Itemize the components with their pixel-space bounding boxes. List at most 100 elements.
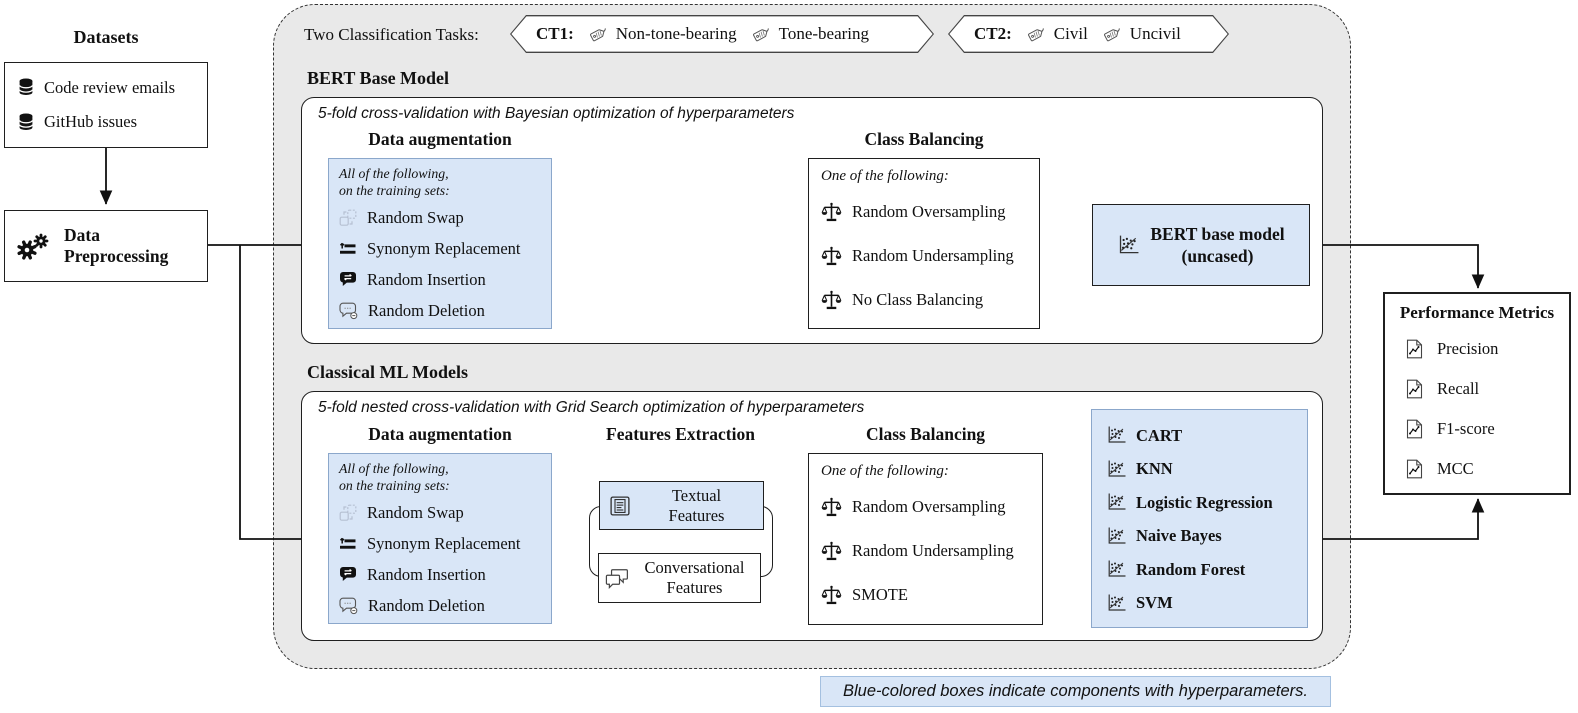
- list-item: Code review emails: [18, 78, 207, 98]
- balancing-item-label: Random Undersampling: [852, 246, 1014, 265]
- balancing-item: Random Undersampling: [821, 234, 1039, 278]
- augmentation-item: Random Swap: [339, 202, 551, 233]
- ct1-tag2-label: Tone-bearing: [778, 24, 870, 43]
- scales-icon: [821, 202, 842, 223]
- ct2-tag2-label: Uncivil: [1129, 24, 1181, 43]
- augmentation-item-label: Random Deletion: [368, 300, 485, 320]
- augmentation-note-line1: All of the following,: [339, 461, 449, 476]
- bert-model-line1: BERT base model: [1150, 224, 1285, 244]
- augmentation-item: Random Deletion: [339, 590, 551, 621]
- swap-icon: [339, 504, 357, 522]
- metric-item: F1-score: [1406, 409, 1569, 449]
- chat-arrows-icon: [339, 271, 357, 288]
- augmentation-item-label: Random Insertion: [367, 269, 486, 289]
- ct1-background: [511, 16, 932, 51]
- classical-balancing-box: One of the following: Random Oversamplin…: [808, 453, 1043, 625]
- balancing-item-label: Random Oversampling: [852, 497, 1006, 516]
- scales-icon: [821, 497, 842, 518]
- classical-section-title: Classical ML Models: [307, 362, 468, 382]
- metric-item-label: F1-score: [1437, 419, 1495, 438]
- model-item: Logistic Regression: [1106, 486, 1307, 520]
- arrow-bert-model-to-metrics: [1310, 244, 1485, 289]
- classical-augmentation-box: All of the following, on the training se…: [328, 453, 552, 624]
- ct1-task-chip: CT1: Non-tone-bearing Tone-bearing: [510, 15, 934, 53]
- bert-balancing-title: Class Balancing: [864, 129, 984, 149]
- ct2-background: [949, 16, 1227, 51]
- chart-document-icon: [1406, 459, 1423, 479]
- augmentation-item: Synonym Replacement: [339, 528, 551, 559]
- scatter-plot-icon: [1106, 527, 1126, 546]
- scatter-plot-icon: [1106, 460, 1126, 479]
- datasets-title: Datasets: [73, 27, 139, 47]
- augmentation-item-label: Random Swap: [367, 502, 464, 522]
- ct1-tag1-label: Non-tone-bearing: [615, 24, 737, 43]
- metric-item: MCC: [1406, 449, 1569, 489]
- scales-icon: [821, 541, 842, 562]
- model-item: CART: [1106, 419, 1307, 453]
- arrow-models-to-metrics: [1308, 498, 1485, 540]
- balancing-item: No Class Balancing: [821, 278, 1039, 322]
- bert-augmentation-box: All of the following, on the training se…: [328, 158, 552, 329]
- augmentation-note-line1: All of the following,: [339, 166, 449, 181]
- augmentation-note-line2: on the training sets:: [339, 183, 450, 198]
- balancing-item: Random Oversampling: [821, 485, 1042, 529]
- legend-note-text: Blue-colored boxes indicate components w…: [843, 682, 1308, 700]
- model-item-label: Random Forest: [1136, 559, 1246, 579]
- conversational-features-box: Conversational Features: [598, 553, 761, 603]
- metric-item: Precision: [1406, 329, 1569, 369]
- chat-arrows-icon: [339, 566, 357, 583]
- legend-note: Blue-colored boxes indicate components w…: [820, 676, 1331, 707]
- balancing-item: SMOTE: [821, 573, 1042, 617]
- preprocessing-box: Data Preprocessing: [4, 210, 208, 282]
- augmentation-note-line2: on the training sets:: [339, 478, 450, 493]
- model-item-label: CART: [1136, 425, 1183, 445]
- database-icon: [18, 113, 34, 132]
- balancing-item-label: Random Oversampling: [852, 202, 1006, 221]
- model-item-label: SVM: [1136, 593, 1173, 613]
- swap-icon: [339, 209, 357, 227]
- sliders-icon: [339, 241, 357, 257]
- sliders-icon: [339, 536, 357, 552]
- textual-features-line2: Features: [668, 505, 725, 525]
- chat-remove-icon: [339, 302, 358, 320]
- scatter-plot-icon: [1106, 560, 1126, 579]
- balancing-item-label: SMOTE: [852, 585, 908, 604]
- bert-subtitle: 5-fold cross-validation with Bayesian op…: [318, 105, 795, 122]
- bert-augmentation-title: Data augmentation: [368, 129, 512, 149]
- scatter-plot-icon: [1106, 493, 1126, 512]
- model-item-label: KNN: [1136, 459, 1173, 479]
- arrow-preprocessing-to-classical-aug: [239, 245, 325, 546]
- model-item: Random Forest: [1106, 553, 1307, 587]
- chat-remove-icon: [339, 597, 358, 615]
- chart-document-icon: [1406, 379, 1423, 399]
- datasets-box: Code review emails GitHub issues: [4, 62, 208, 148]
- tag-icon: [589, 25, 609, 43]
- balancing-item-label: No Class Balancing: [852, 290, 984, 309]
- bert-balancing-box: One of the following: Random Oversamplin…: [808, 158, 1040, 329]
- ct2-task-chip: CT2: Civil Uncivil: [948, 15, 1229, 53]
- metric-item-label: MCC: [1437, 459, 1474, 478]
- ct1-name: CT1:: [536, 24, 574, 43]
- dataset-label: GitHub issues: [44, 112, 138, 132]
- tag-icon: [752, 25, 772, 43]
- list-item: GitHub issues: [18, 112, 207, 132]
- model-item: Naive Bayes: [1106, 520, 1307, 554]
- chart-document-icon: [1406, 419, 1423, 439]
- augmentation-item-label: Synonym Replacement: [367, 238, 521, 258]
- preprocessing-label: Data Preprocessing: [64, 225, 169, 266]
- metric-item: Recall: [1406, 369, 1569, 409]
- metrics-title: Performance Metrics: [1399, 303, 1555, 322]
- model-item-label: Naive Bayes: [1136, 526, 1222, 546]
- bert-model-line2: (uncased): [1181, 246, 1254, 266]
- augmentation-item: Random Swap: [339, 497, 551, 528]
- balancing-item: Random Oversampling: [821, 190, 1039, 234]
- classical-models-box: CART KNN Logistic Regression Naive Bayes…: [1091, 409, 1308, 628]
- chart-document-icon: [1406, 339, 1423, 359]
- scatter-plot-icon: [1106, 426, 1126, 445]
- classical-subtitle: 5-fold nested cross-validation with Grid…: [318, 399, 865, 416]
- tag-icon: [1027, 25, 1047, 43]
- augmentation-item: Synonym Replacement: [339, 233, 551, 264]
- balancing-note: One of the following:: [821, 463, 949, 479]
- balancing-item: Random Undersampling: [821, 529, 1042, 573]
